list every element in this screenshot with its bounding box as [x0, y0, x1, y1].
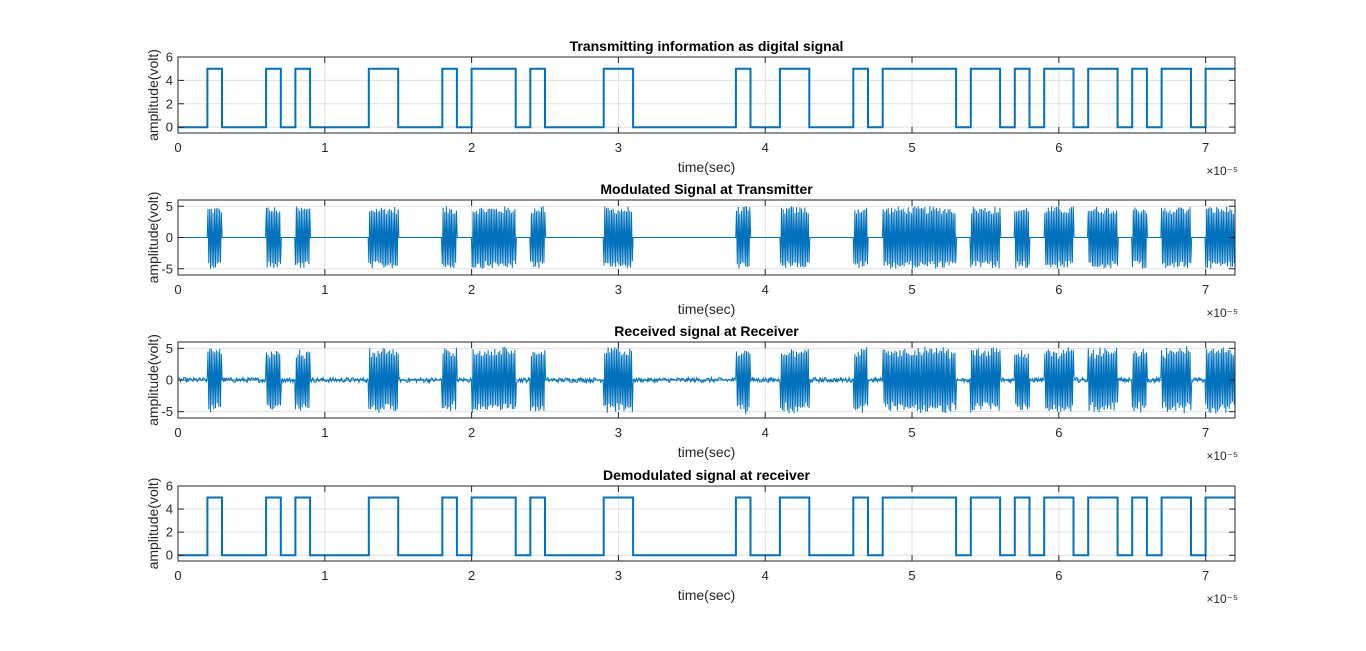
y-tick-label: 0 [166, 230, 173, 245]
x-tick-label: 2 [468, 282, 475, 297]
y-tick-label: 6 [166, 50, 173, 65]
x-tick-label: 5 [908, 282, 915, 297]
y-tick-label: 0 [166, 548, 173, 563]
y-tick-label: -5 [161, 261, 173, 276]
x-tick-label: 2 [468, 568, 475, 583]
axes-frame [177, 485, 1236, 562]
x-tick-label: 1 [321, 568, 328, 583]
x-tick-label: 1 [321, 282, 328, 297]
x-exponent-label: ×10⁻⁵ [1206, 592, 1238, 606]
x-tick-label: 4 [762, 282, 769, 297]
x-tick-label: 4 [762, 425, 769, 440]
signal-trace [177, 346, 1236, 415]
y-tick-label: 2 [166, 525, 173, 540]
x-exponent-label: ×10⁻⁵ [1206, 306, 1238, 320]
y-axis-label: amplitude(volt) [145, 478, 161, 570]
y-axis-label: amplitude(volt) [145, 49, 161, 141]
axes-frame [177, 56, 1236, 134]
signal-trace [178, 206, 1236, 269]
y-tick-label: 0 [166, 120, 173, 135]
x-tick-label: 5 [908, 140, 915, 155]
signal-trace [178, 67, 1235, 129]
y-tick-label: 4 [166, 73, 173, 88]
subplot-title: Demodulated signal at receiver [603, 467, 811, 483]
x-tick-label: 7 [1202, 282, 1209, 297]
x-tick-label: 3 [615, 282, 622, 297]
x-tick-label: 7 [1202, 140, 1209, 155]
subplot-title: Modulated Signal at Transmitter [600, 181, 813, 197]
x-tick-label: 2 [468, 425, 475, 440]
y-axis-label: amplitude(volt) [145, 334, 161, 426]
y-tick-label: 4 [166, 502, 173, 517]
x-tick-label: 5 [908, 425, 915, 440]
x-tick-label: 1 [321, 140, 328, 155]
x-tick-label: 7 [1202, 425, 1209, 440]
x-tick-label: 3 [615, 568, 622, 583]
subplot-title: Received signal at Receiver [614, 323, 799, 339]
y-tick-label: 5 [166, 341, 173, 356]
x-tick-label: 0 [174, 425, 181, 440]
y-tick-label: -5 [161, 404, 173, 419]
x-tick-label: 4 [762, 568, 769, 583]
x-axis-label: time(sec) [678, 587, 736, 603]
y-tick-label: 5 [166, 199, 173, 214]
x-tick-label: 0 [174, 568, 181, 583]
plot-area [178, 486, 1235, 561]
y-tick-label: 0 [166, 373, 173, 388]
x-axis-label: time(sec) [678, 444, 736, 460]
signal-trace [178, 496, 1235, 557]
x-tick-label: 6 [1055, 568, 1062, 583]
x-tick-label: 0 [174, 140, 181, 155]
x-tick-label: 0 [174, 282, 181, 297]
x-tick-label: 6 [1055, 425, 1062, 440]
x-tick-label: 4 [762, 140, 769, 155]
y-tick-label: 2 [166, 96, 173, 111]
x-tick-label: 7 [1202, 568, 1209, 583]
x-tick-label: 6 [1055, 140, 1062, 155]
x-axis-label: time(sec) [678, 301, 736, 317]
y-tick-label: 6 [166, 479, 173, 494]
x-tick-label: 3 [615, 140, 622, 155]
x-tick-label: 5 [908, 568, 915, 583]
x-tick-label: 6 [1055, 282, 1062, 297]
x-tick-label: 1 [321, 425, 328, 440]
x-tick-label: 2 [468, 140, 475, 155]
y-axis-label: amplitude(volt) [145, 192, 161, 284]
x-axis-label: time(sec) [678, 159, 736, 175]
subplot-1: 0 1 2 3 4 5 6 7 0 2 4 6 ×10⁻⁵ Transmitting informatio… [145, 38, 1238, 178]
x-exponent-label: ×10⁻⁵ [1206, 449, 1238, 463]
x-exponent-label: ×10⁻⁵ [1206, 164, 1238, 178]
x-tick-label: 3 [615, 425, 622, 440]
subplot-4: 0 1 2 3 4 5 6 7 0 2 4 6 ×10⁻⁵ Demodulated signal at r… [145, 467, 1238, 606]
plot-area [178, 57, 1235, 133]
subplot-title: Transmitting information as digital sign… [570, 38, 844, 54]
